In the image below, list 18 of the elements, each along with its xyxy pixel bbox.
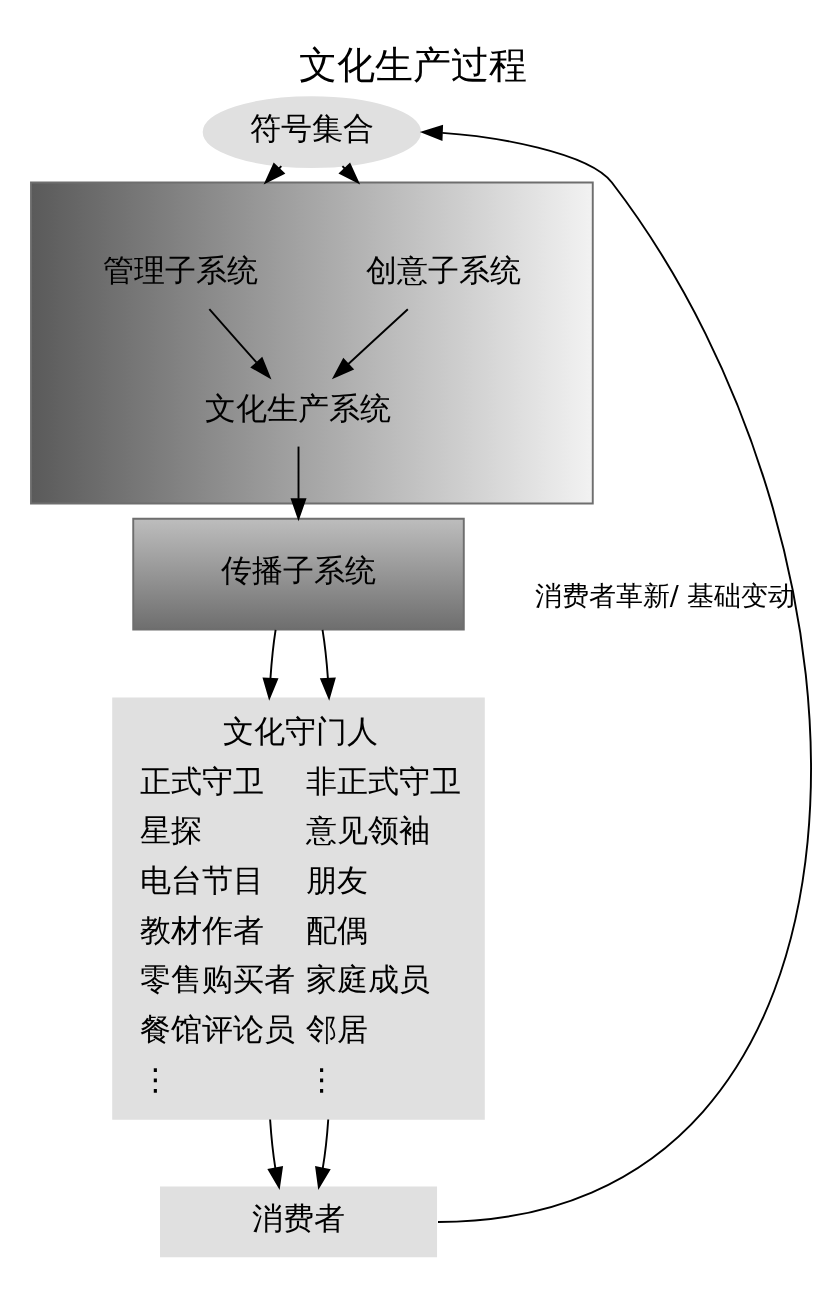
node-box: 传播子系统 (132, 517, 465, 631)
arrow (262, 629, 279, 701)
node-text: 创意子系统 (366, 253, 522, 289)
arrow (290, 445, 307, 522)
node-box: 消费者 (160, 1186, 438, 1258)
arrow (319, 629, 336, 701)
arrow (315, 1118, 331, 1190)
node-box: 文化守门人 正式守卫 非正式守卫 星探 意见领袖 电台节目 朋友 教材作者 配偶 零售购买者 家庭成员 餐馆评论员 邻居 ⋮ ⋮ (112, 697, 485, 1120)
arrow (338, 162, 361, 185)
arrow (331, 308, 409, 380)
node-text: 文化生产系统 (205, 391, 392, 427)
node-text: 管理子系统 (102, 253, 258, 289)
arrow (267, 1118, 284, 1190)
cluster (30, 181, 594, 505)
arrow (208, 308, 272, 380)
edge-label: 消费者革新/ 基础变动 (534, 580, 796, 612)
diagram-title: 文化生产过程 (299, 42, 528, 87)
arrow (419, 124, 812, 1223)
